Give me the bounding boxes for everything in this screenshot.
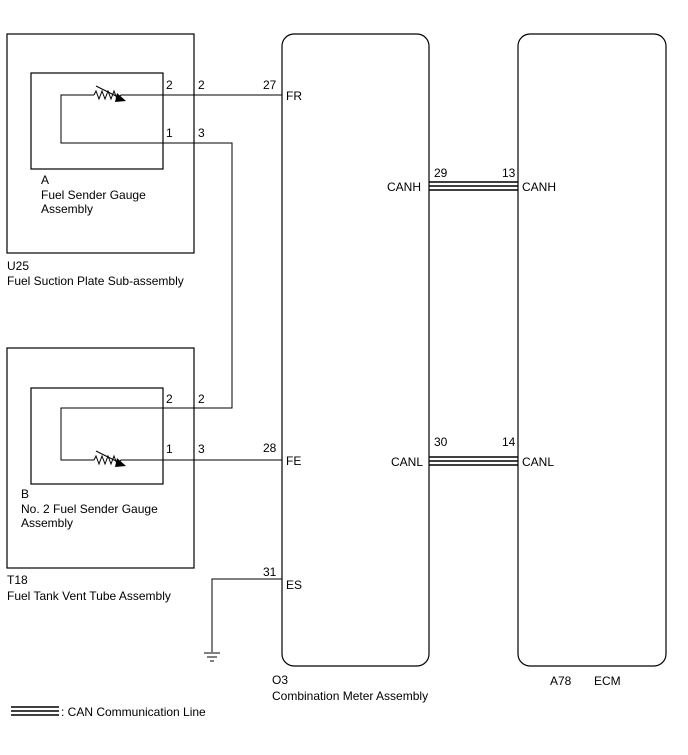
o3-box	[281, 33, 430, 667]
t18-component: 2 1 2 3 B No. 2 Fuel Sender Gauge Assemb…	[6, 347, 205, 603]
wire-sender-link	[163, 142, 233, 409]
o3-pin-canh: 29	[434, 166, 448, 180]
variable-resistor-b-icon	[93, 450, 126, 467]
sender-a-pin-bottom: 1	[166, 126, 173, 140]
variable-resistor-a-icon	[93, 85, 126, 102]
o3-code: O3	[272, 673, 288, 687]
sender-b-name-line2: Assembly	[21, 516, 73, 530]
can-line-legend-icon	[11, 706, 59, 716]
sender-b-name-line1: No. 2 Fuel Sender Gauge	[21, 502, 158, 516]
sender-b-inner-box	[30, 387, 164, 485]
t18-outer-box	[6, 347, 195, 569]
u25-name: Fuel Suction Plate Sub-assembly	[7, 274, 184, 288]
o3-label-canh: CANH	[387, 180, 421, 194]
o3-label-es: ES	[286, 578, 302, 592]
a78-box	[517, 33, 667, 667]
t18-pin-top-outer: 2	[198, 392, 205, 406]
o3-pin-fe: 28	[263, 441, 277, 455]
sender-b-internal-wire	[60, 407, 163, 461]
sender-b-pin-bottom: 1	[166, 442, 173, 456]
t18-name: Fuel Tank Vent Tube Assembly	[7, 589, 171, 603]
t18-code: T18	[7, 573, 28, 587]
sender-b-pin-top: 2	[166, 392, 173, 406]
can-high-line	[429, 181, 518, 191]
sender-a-pin-top: 2	[166, 78, 173, 92]
wire-es-ground	[211, 578, 282, 652]
sender-a-letter: A	[41, 173, 49, 187]
u25-pin-top-outer: 2	[198, 78, 205, 92]
sender-b-letter: B	[21, 487, 29, 501]
o3-pin-es: 31	[263, 565, 277, 579]
u25-component: 2 1 2 3 A Fuel Sender Gauge Assembly U25…	[6, 33, 205, 288]
a78-pin-canl: 14	[502, 435, 516, 449]
sender-a-name-line2: Assembly	[41, 202, 93, 216]
ground-icon	[204, 652, 220, 662]
o3-name: Combination Meter Assembly	[272, 689, 428, 703]
sender-a-name-line1: Fuel Sender Gauge	[41, 188, 146, 202]
sender-a-internal-wire	[60, 94, 163, 144]
a78-label-canh: CANH	[522, 180, 556, 194]
o3-pin-canl: 30	[434, 435, 448, 449]
o3-label-fe: FE	[286, 454, 301, 468]
a78-pin-canh: 13	[502, 166, 516, 180]
can-low-line	[429, 456, 518, 466]
legend: : CAN Communication Line	[11, 705, 206, 719]
a78-name: ECM	[594, 674, 621, 688]
t18-pin-bottom-outer: 3	[198, 442, 205, 456]
a78-label-canl: CANL	[522, 455, 554, 469]
u25-code: U25	[7, 259, 29, 273]
a78-component: 13 CANH 14 CANL A78 ECM	[502, 33, 667, 688]
o3-label-canl: CANL	[391, 455, 423, 469]
legend-label: : CAN Communication Line	[61, 705, 206, 719]
o3-label-fr: FR	[286, 89, 302, 103]
a78-code: A78	[550, 674, 572, 688]
external-wiring	[163, 94, 282, 662]
sender-a-inner-box	[30, 72, 164, 170]
o3-component: 27 FR 28 FE 31 ES 29 CANH 30 CANL O3 Com…	[263, 33, 448, 703]
o3-pin-fr: 27	[263, 78, 277, 92]
u25-pin-bottom-outer: 3	[198, 126, 205, 140]
